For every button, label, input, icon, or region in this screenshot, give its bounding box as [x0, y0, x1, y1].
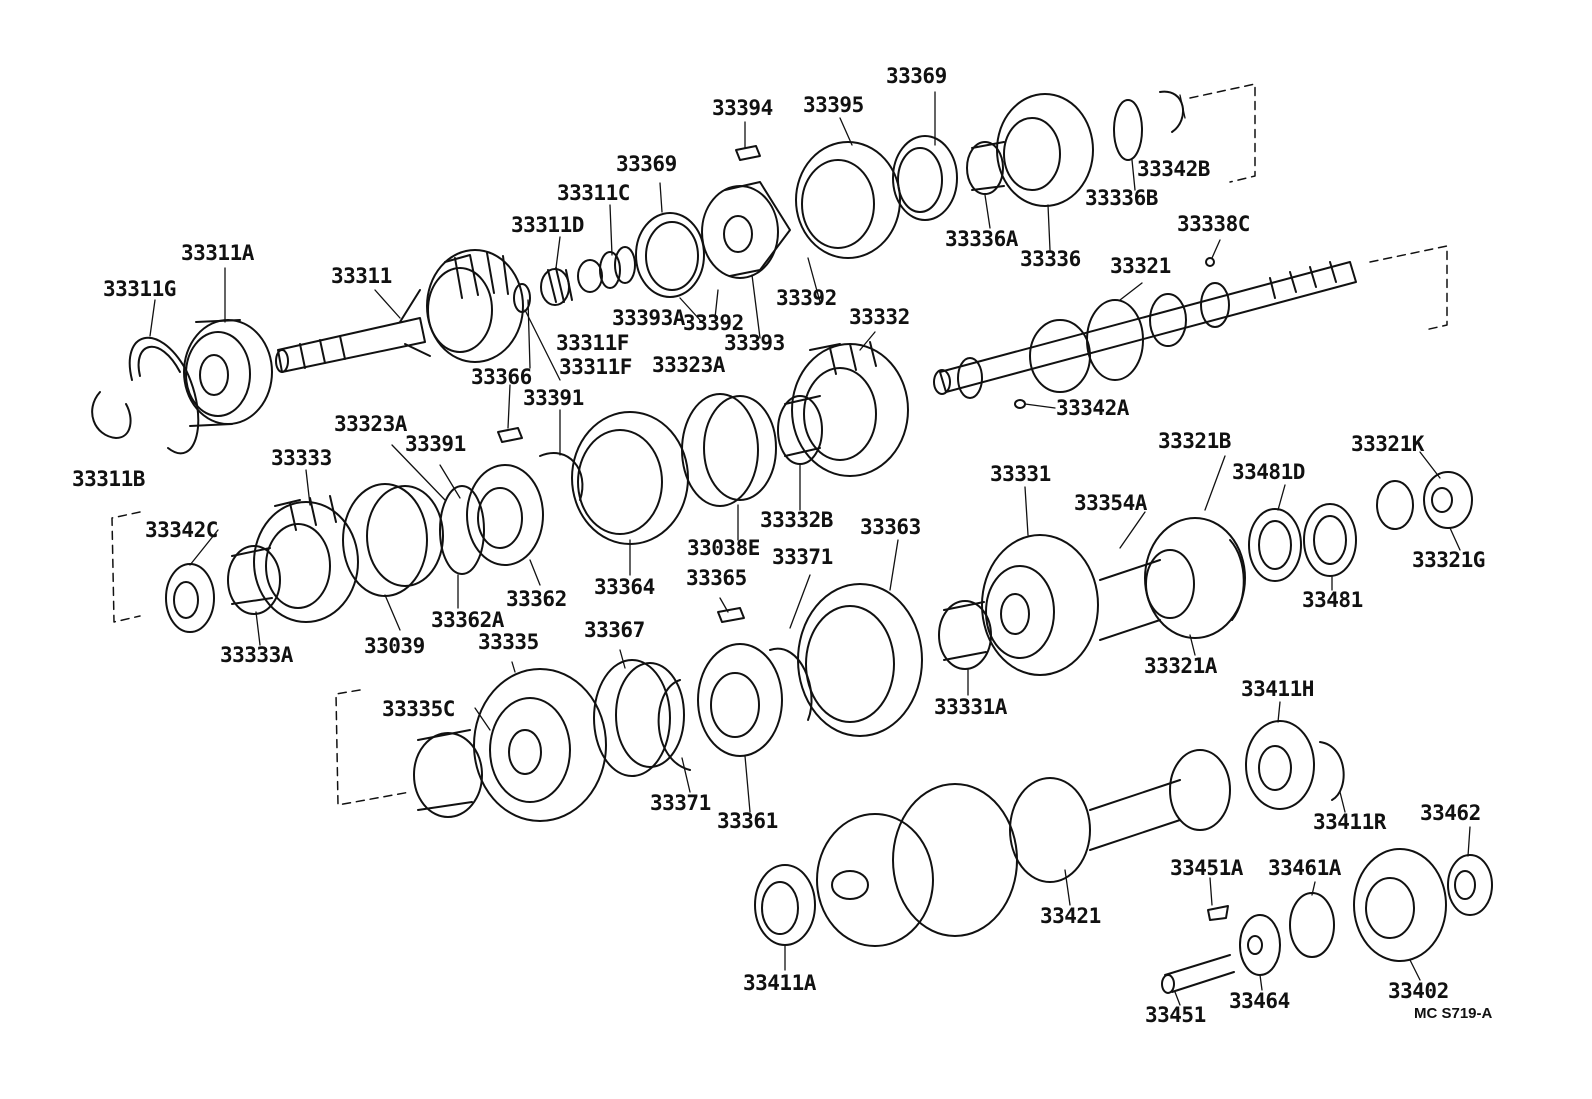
- part-label: 33391: [405, 432, 466, 456]
- part-label: 33395: [803, 93, 864, 117]
- part-label: 33362: [506, 587, 567, 611]
- part-label: 33394: [712, 96, 773, 120]
- part-label: 33392: [776, 286, 837, 310]
- part-label: 33038E: [687, 536, 760, 560]
- part-label: 33331A: [934, 695, 1007, 719]
- part-label: 33311C: [557, 181, 630, 205]
- part-label: 33321A: [1144, 654, 1217, 678]
- part-label: 33321G: [1412, 548, 1485, 572]
- part-label: 33369: [616, 152, 677, 176]
- dashed-brackets: [111, 83, 1448, 806]
- part-label: 33369: [886, 64, 947, 88]
- reference-code: MC S719-A: [1414, 1005, 1493, 1022]
- part-label: 33321K: [1351, 432, 1424, 456]
- part-label: 33361: [717, 809, 778, 833]
- part-label: 33354A: [1074, 491, 1147, 515]
- part-label: 33371: [772, 545, 833, 569]
- part-label: 33335C: [382, 697, 455, 721]
- part-label: 33336A: [945, 227, 1018, 251]
- part-label: 33402: [1388, 979, 1449, 1003]
- part-label: 33481: [1302, 588, 1363, 612]
- part-label: 33039: [364, 634, 425, 658]
- part-label: 33311: [331, 264, 392, 288]
- part-label: 33464: [1229, 989, 1290, 1013]
- part-label: 33333: [271, 446, 332, 470]
- middle-synchro-group: [165, 341, 909, 633]
- part-label: 33311G: [103, 277, 176, 301]
- right-gear-group: [938, 471, 1473, 676]
- part-label: 33365: [686, 566, 747, 590]
- part-label: 33342C: [145, 518, 218, 542]
- part-label: 33462: [1420, 801, 1481, 825]
- part-label: 33363: [860, 515, 921, 539]
- part-label: 33323A: [652, 353, 725, 377]
- part-label: 33367: [584, 618, 645, 642]
- part-label: 33335: [478, 630, 539, 654]
- part-label: 33311D: [511, 213, 584, 237]
- part-label: 33364: [594, 575, 655, 599]
- part-label: 33336B: [1085, 186, 1158, 210]
- part-label: 33336: [1020, 247, 1081, 271]
- part-label: 33311A: [181, 241, 254, 265]
- part-label: 33342A: [1056, 396, 1129, 420]
- part-label: 33321B: [1158, 429, 1231, 453]
- part-label: 33333A: [220, 643, 293, 667]
- part-label: 33332B: [760, 508, 833, 532]
- part-label: 33393: [724, 331, 785, 355]
- output-shaft-group: [933, 257, 1357, 409]
- part-label: 33461A: [1268, 856, 1341, 880]
- part-label: 33338C: [1177, 212, 1250, 236]
- part-label: 33366: [471, 365, 532, 389]
- part-label: 33421: [1040, 904, 1101, 928]
- part-label: 33391: [523, 386, 584, 410]
- part-label: 33311B: [72, 467, 145, 491]
- part-label: 33411H: [1241, 677, 1314, 701]
- part-label: 33342B: [1137, 157, 1210, 181]
- part-label: 33411R: [1313, 810, 1386, 834]
- part-label: 33311F: [559, 355, 632, 379]
- part-label: 33323A: [334, 412, 407, 436]
- part-label: 33451A: [1170, 856, 1243, 880]
- part-label: 33371: [650, 791, 711, 815]
- counter-gear-group: [754, 720, 1493, 994]
- part-label: 33311F: [556, 331, 629, 355]
- part-label: 33331: [990, 462, 1051, 486]
- part-label: 33392: [683, 311, 744, 335]
- part-label: 33321: [1110, 254, 1171, 278]
- part-label: 33411A: [743, 971, 816, 995]
- part-label: 33393A: [612, 306, 685, 330]
- reverse-synchro-group: [413, 583, 923, 822]
- leader-lines: [149, 91, 1471, 1006]
- part-label: 33362A: [431, 608, 504, 632]
- input-shaft-group: [91, 90, 1184, 455]
- part-label: 33481D: [1232, 460, 1305, 484]
- part-label: 33451: [1145, 1003, 1206, 1027]
- part-label: 33332: [849, 305, 910, 329]
